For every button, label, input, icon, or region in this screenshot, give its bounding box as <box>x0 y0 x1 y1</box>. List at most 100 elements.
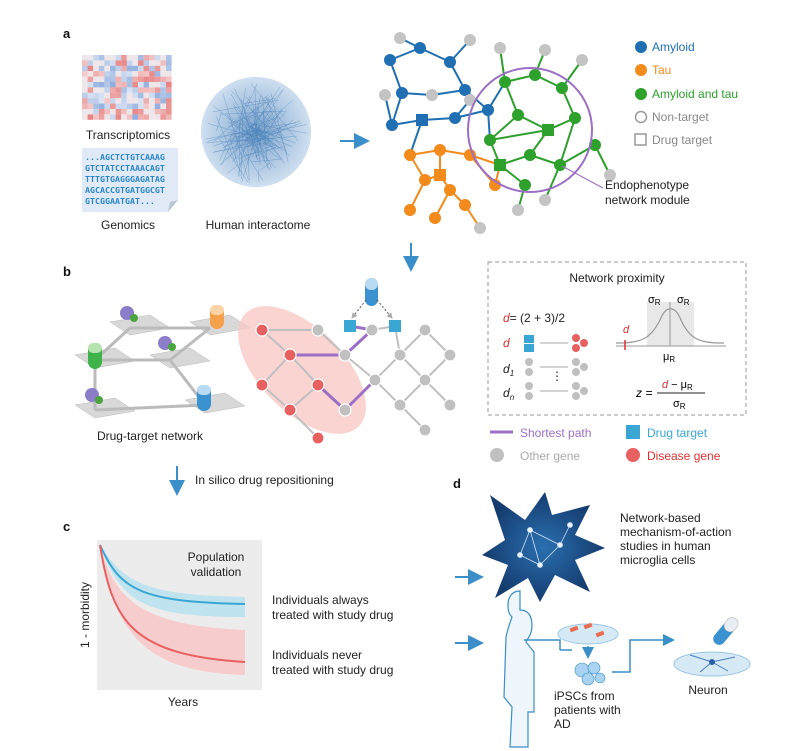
drug-capsule-icon <box>365 278 378 306</box>
drug-target-network-label: Drug-target network <box>97 429 204 443</box>
heatmap-cell <box>115 92 122 99</box>
interactome-edge <box>255 88 285 133</box>
heatmap-cell <box>149 55 155 61</box>
heatmap-cell <box>154 114 161 120</box>
microglia-text: microglia cells <box>620 553 695 567</box>
treated-band <box>100 545 245 617</box>
heatmap-cell <box>87 76 94 82</box>
other-gene-node <box>443 348 457 362</box>
gene-node <box>419 174 431 186</box>
gene-node <box>464 94 476 106</box>
microglia-text: Network-based <box>620 511 701 525</box>
shortest-path-edge <box>343 378 377 412</box>
interactome-edge <box>247 140 257 143</box>
heatmap-cell <box>138 92 144 99</box>
heatmap-cell <box>98 65 105 72</box>
heatmap-cell <box>132 60 138 66</box>
heatmap-cell <box>110 92 116 99</box>
arrow-to-neuron <box>612 634 675 673</box>
heatmap-cell <box>98 98 105 104</box>
genomics-label: Genomics <box>101 218 155 232</box>
chart-title: validation <box>191 565 242 579</box>
heatmap-cell <box>121 65 127 72</box>
heatmap-cell <box>121 109 127 115</box>
heatmap-cell <box>93 103 99 109</box>
interactome-edge <box>247 118 265 129</box>
heatmap-cell <box>149 71 155 77</box>
heatmap-cell <box>154 109 161 115</box>
interactome-edge <box>222 93 249 180</box>
heatmap-cell <box>98 114 105 120</box>
heatmap-cell <box>110 82 116 88</box>
heatmap-cell <box>110 98 116 104</box>
heatmap-cell <box>82 114 88 120</box>
drug-target-node <box>434 169 446 181</box>
drug-target-node <box>494 159 506 171</box>
disease-gene-node <box>283 403 297 417</box>
svg-text:d= (2 + 3)/2: d= (2 + 3)/2 <box>503 311 565 325</box>
heatmap-cell <box>82 82 88 88</box>
interactome-edge <box>248 114 262 119</box>
ipsc-label: iPSCs from <box>554 689 615 703</box>
heatmap-cell <box>121 114 127 120</box>
heatmap-cell <box>115 103 122 109</box>
legend-shortest-path: Shortest path <box>520 426 591 440</box>
heatmap-cell <box>154 71 161 77</box>
heatmap-cell <box>104 87 110 93</box>
network-edge <box>544 164 561 201</box>
panel-label-a: a <box>63 26 71 41</box>
interactome-edge <box>213 133 252 147</box>
heatmap-cell <box>104 76 110 82</box>
heatmap-cell <box>132 109 138 115</box>
gene-node <box>519 179 531 191</box>
gene-node <box>474 222 486 234</box>
svg-text:d1: d1 <box>503 362 514 378</box>
interactome-edge <box>219 95 251 160</box>
gene-node <box>386 119 398 131</box>
heatmap-cell <box>115 60 122 66</box>
gene-node <box>434 144 446 156</box>
proximity-formula: d= (2 + 3)/2 d d1 dn ⋮ d σR σR μR z = d … <box>503 294 726 411</box>
heatmap-cell <box>160 92 166 99</box>
heatmap-cell <box>154 60 161 66</box>
heatmap-cell <box>132 92 138 99</box>
other-gene-node <box>338 403 352 417</box>
network-edge <box>559 117 576 166</box>
heatmap-cell <box>143 87 150 93</box>
heatmap-cell <box>149 109 155 115</box>
heatmap-cell <box>132 71 138 77</box>
interactome-edge <box>270 92 289 163</box>
heatmap-cell <box>166 114 172 120</box>
interactome-edge <box>247 105 290 156</box>
heatmap-cell <box>138 114 144 120</box>
heatmap-cell <box>138 71 144 77</box>
ipsc-label: patients with <box>554 703 621 717</box>
heatmap-cell <box>115 65 122 72</box>
heatmap-cell <box>93 98 99 104</box>
interactome-edge <box>250 126 267 135</box>
heatmap-cell <box>126 82 133 88</box>
heatmap-cell <box>82 109 88 115</box>
interactome-edge <box>216 116 236 163</box>
interactome-edge <box>216 112 222 131</box>
interactome-edge <box>269 119 294 142</box>
heatmap-cell <box>93 82 99 88</box>
heatmap-cell <box>160 109 166 115</box>
heatmap-cell <box>93 55 99 61</box>
heatmap-cell <box>110 87 116 93</box>
gene-node <box>512 109 524 121</box>
interactome-edge <box>266 122 297 128</box>
treated-label: Individuals always <box>272 593 369 607</box>
amyloid-swatch <box>635 41 647 53</box>
heatmap-cell <box>126 109 133 115</box>
gene-node <box>539 44 551 56</box>
other-gene-node <box>365 323 379 337</box>
heatmap-cell <box>110 103 116 109</box>
heatmap-cell <box>121 71 127 77</box>
heatmap-cell <box>93 60 99 66</box>
heatmap-cell <box>166 82 172 88</box>
other-gene-node <box>338 348 352 362</box>
heatmap-cell <box>104 103 110 109</box>
heatmap-cell <box>121 55 127 61</box>
other-gene-node <box>418 423 432 437</box>
